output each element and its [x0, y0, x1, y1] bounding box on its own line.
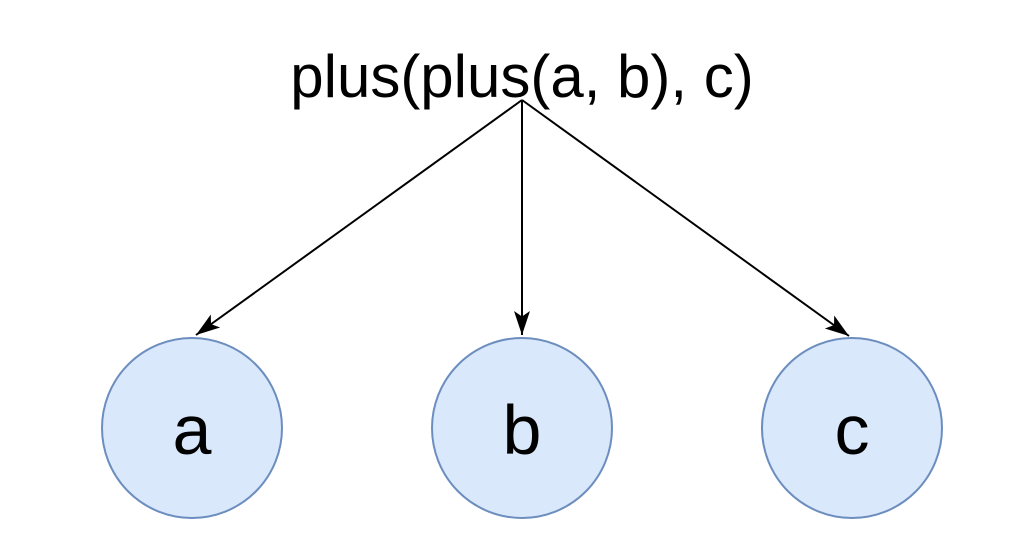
edge-group — [195, 99, 850, 337]
expression-title: plus(plus(a, b), c) — [290, 43, 753, 110]
node-c-circle — [761, 337, 943, 519]
node-b-label: b — [503, 391, 542, 469]
node-a-label: a — [173, 391, 212, 469]
node-a: a — [101, 337, 283, 519]
node-b: b — [431, 337, 613, 519]
edge-root-to-c — [521, 99, 850, 337]
node-c-label: c — [835, 391, 870, 469]
edge-root-to-a — [195, 99, 523, 336]
node-c: c — [761, 337, 943, 519]
node-a-circle — [101, 337, 283, 519]
node-b-circle — [431, 337, 613, 519]
